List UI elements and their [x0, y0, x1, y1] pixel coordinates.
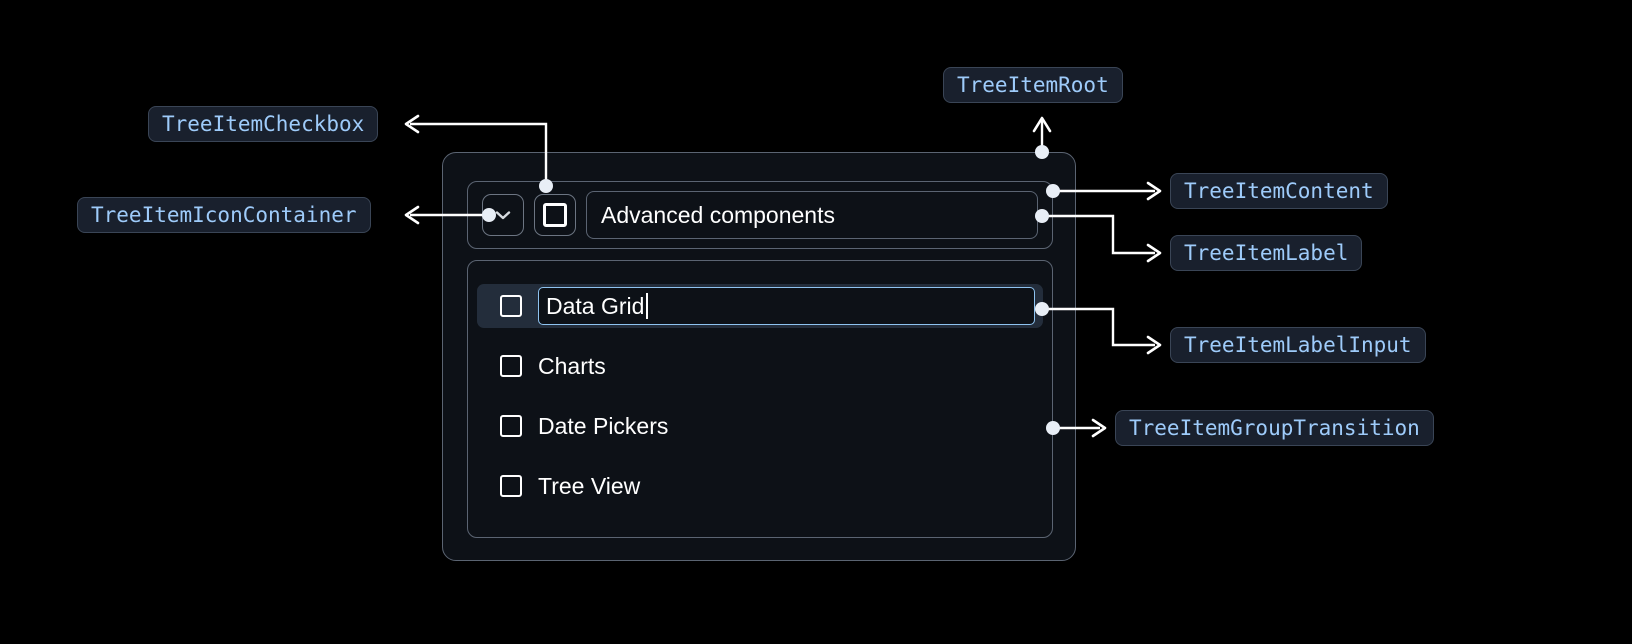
annotation-chip-tree-item-root: TreeItemRoot	[943, 67, 1123, 103]
tree-item-label: Charts	[538, 352, 606, 379]
checkbox-unchecked-icon[interactable]	[500, 295, 522, 317]
tree-item-checkbox[interactable]	[534, 194, 576, 236]
tree-item-group-transition: Data Grid Charts Date Pickers Tree View	[467, 260, 1053, 538]
annotation-chip-label: TreeItemGroupTransition	[1129, 416, 1420, 440]
annotation-chip-label: TreeItemIconContainer	[91, 203, 357, 227]
text-caret	[646, 293, 649, 319]
annotation-chip-tree-item-content: TreeItemContent	[1170, 173, 1388, 209]
checkbox-unchecked-icon	[543, 203, 567, 227]
tree-item-label[interactable]: Advanced components	[586, 191, 1038, 239]
checkbox-unchecked-icon[interactable]	[500, 415, 522, 437]
tree-item-row-date-pickers[interactable]: Date Pickers	[477, 404, 1043, 448]
tree-item-content[interactable]: Advanced components	[467, 181, 1053, 249]
tree-item-root[interactable]: Advanced components Data Grid Charts Dat…	[442, 152, 1076, 561]
tree-item-row-charts[interactable]: Charts	[477, 344, 1043, 388]
annotation-chip-tree-item-icon-container: TreeItemIconContainer	[77, 197, 371, 233]
annotation-chip-label: TreeItemContent	[1184, 179, 1374, 203]
annotation-chip-label: TreeItemRoot	[957, 73, 1109, 97]
tree-item-label-input-value: Data Grid	[546, 292, 645, 319]
tree-item-label: Date Pickers	[538, 412, 669, 439]
tree-item-label: Tree View	[538, 472, 641, 499]
tree-item-label-text: Advanced components	[601, 201, 835, 228]
tree-item-icon-container[interactable]	[482, 194, 524, 236]
checkbox-unchecked-icon[interactable]	[500, 355, 522, 377]
annotation-chip-label: TreeItemLabel	[1184, 241, 1349, 265]
tree-item-row-tree-view[interactable]: Tree View	[477, 464, 1043, 508]
annotation-chip-tree-item-group-transition: TreeItemGroupTransition	[1115, 410, 1434, 446]
annotation-chip-label: TreeItemCheckbox	[162, 112, 365, 136]
annotation-chip-tree-item-checkbox: TreeItemCheckbox	[148, 106, 379, 142]
chevron-down-icon	[495, 211, 511, 220]
checkbox-unchecked-icon[interactable]	[500, 475, 522, 497]
tree-item-label-input[interactable]: Data Grid	[538, 287, 1035, 325]
annotation-chip-label: TreeItemLabelInput	[1184, 333, 1412, 357]
tree-item-row-data-grid[interactable]: Data Grid	[477, 284, 1043, 328]
annotation-chip-tree-item-label-input: TreeItemLabelInput	[1170, 327, 1426, 363]
annotation-chip-tree-item-label: TreeItemLabel	[1170, 235, 1363, 271]
